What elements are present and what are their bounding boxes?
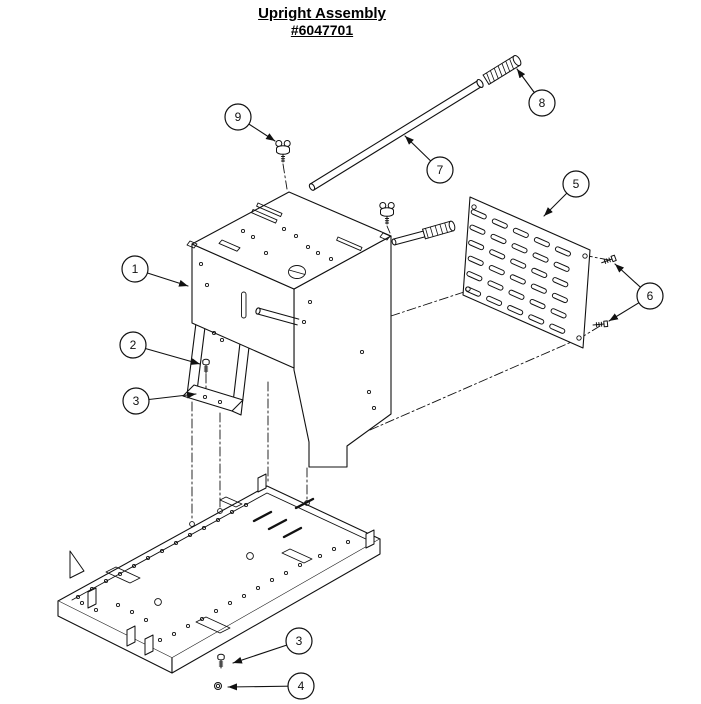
callout-9-number: 9 [235,110,242,124]
box-right-face [293,235,392,468]
callout-7-number: 7 [437,163,444,177]
centerlines [191,163,610,522]
callout-2-number: 2 [130,338,137,352]
plate-nut [214,682,222,690]
installed-handle [391,220,456,246]
vent-panel [462,196,591,349]
shaft-stub [255,307,300,326]
base-plate [57,473,381,674]
box-top-face [191,191,392,290]
handle-grip [482,55,522,85]
panel-screw-upper [600,254,617,266]
box-top-details [186,202,391,279]
access-cap [288,265,306,279]
box-left-details [198,261,247,343]
diagram-title: Upright Assembly #6047701 [0,5,644,38]
panel-corner-holes [465,204,588,341]
bracket-screw [202,358,210,374]
plate-cutouts [105,496,313,634]
callouts: 1 2 3 3 [119,68,664,700]
plate-screw [217,653,225,669]
foot-bracket [182,384,244,412]
installed-grip-knurling [425,222,448,239]
clamp-knob-right [379,201,395,225]
callout-5: 5 [543,170,590,217]
title-line1: Upright Assembly [258,5,386,22]
callout-5-number: 5 [573,177,580,191]
callout-1: 1 [121,255,189,287]
callout-3-upper-number: 3 [133,394,140,408]
grip-knurling [486,58,514,84]
panel-screw-lower [592,320,609,329]
plate-tabs [69,473,375,656]
callout-8: 8 [516,68,556,117]
callout-4-number: 4 [298,679,305,693]
plate-holes [75,502,351,643]
callout-8-number: 8 [539,96,546,110]
upright-box [182,191,392,468]
callout-6: 6 [608,263,664,322]
plate-mount-holes [189,500,310,527]
callout-9: 9 [224,103,276,142]
clamp-knob-left [275,139,291,163]
callout-6-number: 6 [647,289,654,303]
callout-7: 7 [404,135,454,184]
handle-rod [308,78,484,191]
callout-4: 4 [227,672,315,700]
title-line2: #6047701 [290,22,354,39]
callout-1-number: 1 [132,262,139,276]
callout-3-lower-number: 3 [296,634,303,648]
callout-3-lower: 3 [232,627,313,664]
callout-3-upper: 3 [122,387,197,415]
callout-2: 2 [119,331,201,365]
